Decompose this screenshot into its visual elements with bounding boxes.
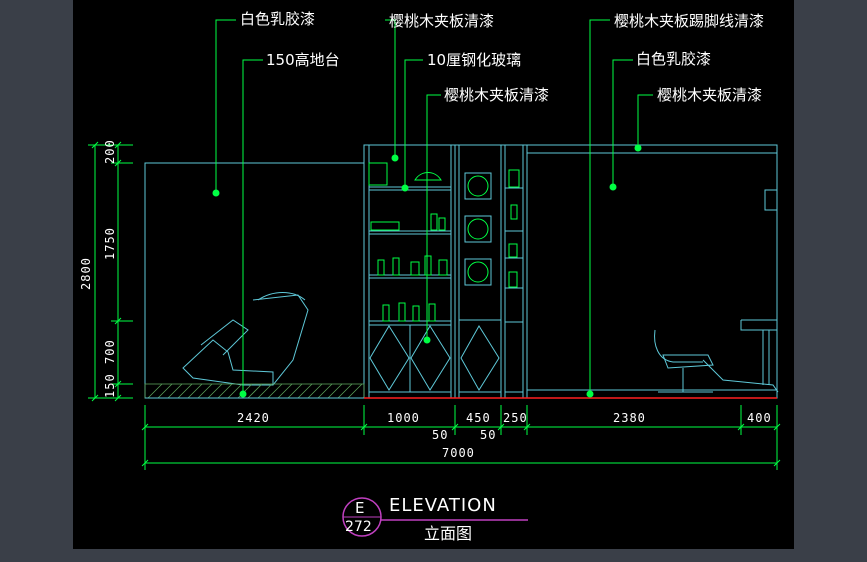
dim-400: 400 xyxy=(747,411,772,425)
callout-cherry-wood-varnish: 樱桃木夹板清漆 xyxy=(389,12,495,30)
dim-50-right: 50 xyxy=(480,428,497,442)
dim-200: 200 xyxy=(103,139,117,164)
callout-leaders xyxy=(215,19,653,394)
dim-1750: 1750 xyxy=(103,227,117,260)
right-wall-outline xyxy=(526,144,778,399)
dim-2420: 2420 xyxy=(237,411,270,425)
ref-number: 272 xyxy=(345,519,372,535)
dim-150: 150 xyxy=(103,373,117,398)
wash-chair xyxy=(182,339,274,386)
dim-250: 250 xyxy=(503,411,528,425)
callout-cherry-skirting-varnish: 樱桃木夹板踢脚线清漆 xyxy=(614,12,765,30)
elevation-drawing xyxy=(88,19,781,537)
callout-white-latex-paint: 白色乳胶漆 xyxy=(240,10,316,28)
drawing-canvas: 白色乳胶漆 150高地台 樱桃木夹板清漆 10厘钢化玻璃 樱桃木夹板清漆 樱桃木… xyxy=(73,0,794,549)
callout-cherry-wood-varnish-2: 樱桃木夹板清漆 xyxy=(444,86,550,104)
dim-2380: 2380 xyxy=(613,411,646,425)
shelf-items xyxy=(368,162,520,322)
callout-white-latex-paint-2: 白色乳胶漆 xyxy=(636,50,712,68)
styling-chair xyxy=(654,329,703,363)
horizontal-dimensions xyxy=(141,405,781,470)
title-english: ELEVATION xyxy=(389,495,497,516)
dim-2800: 2800 xyxy=(79,257,93,290)
dim-700: 700 xyxy=(103,339,117,364)
callout-tempered-glass: 10厘钢化玻璃 xyxy=(427,51,522,69)
dim-50-left: 50 xyxy=(432,428,449,442)
callout-cherry-wood-varnish-3: 樱桃木夹板清漆 xyxy=(657,86,763,104)
vertical-dimensions xyxy=(88,141,133,402)
title-chinese: 立面图 xyxy=(424,524,473,543)
title-block-graphics xyxy=(342,497,528,537)
callout-platform-150: 150高地台 xyxy=(266,51,340,69)
dim-1000: 1000 xyxy=(387,411,420,425)
ref-letter: E xyxy=(355,499,365,517)
dim-450: 450 xyxy=(466,411,491,425)
dim-7000: 7000 xyxy=(442,446,475,460)
left-wall-outline xyxy=(144,162,365,399)
